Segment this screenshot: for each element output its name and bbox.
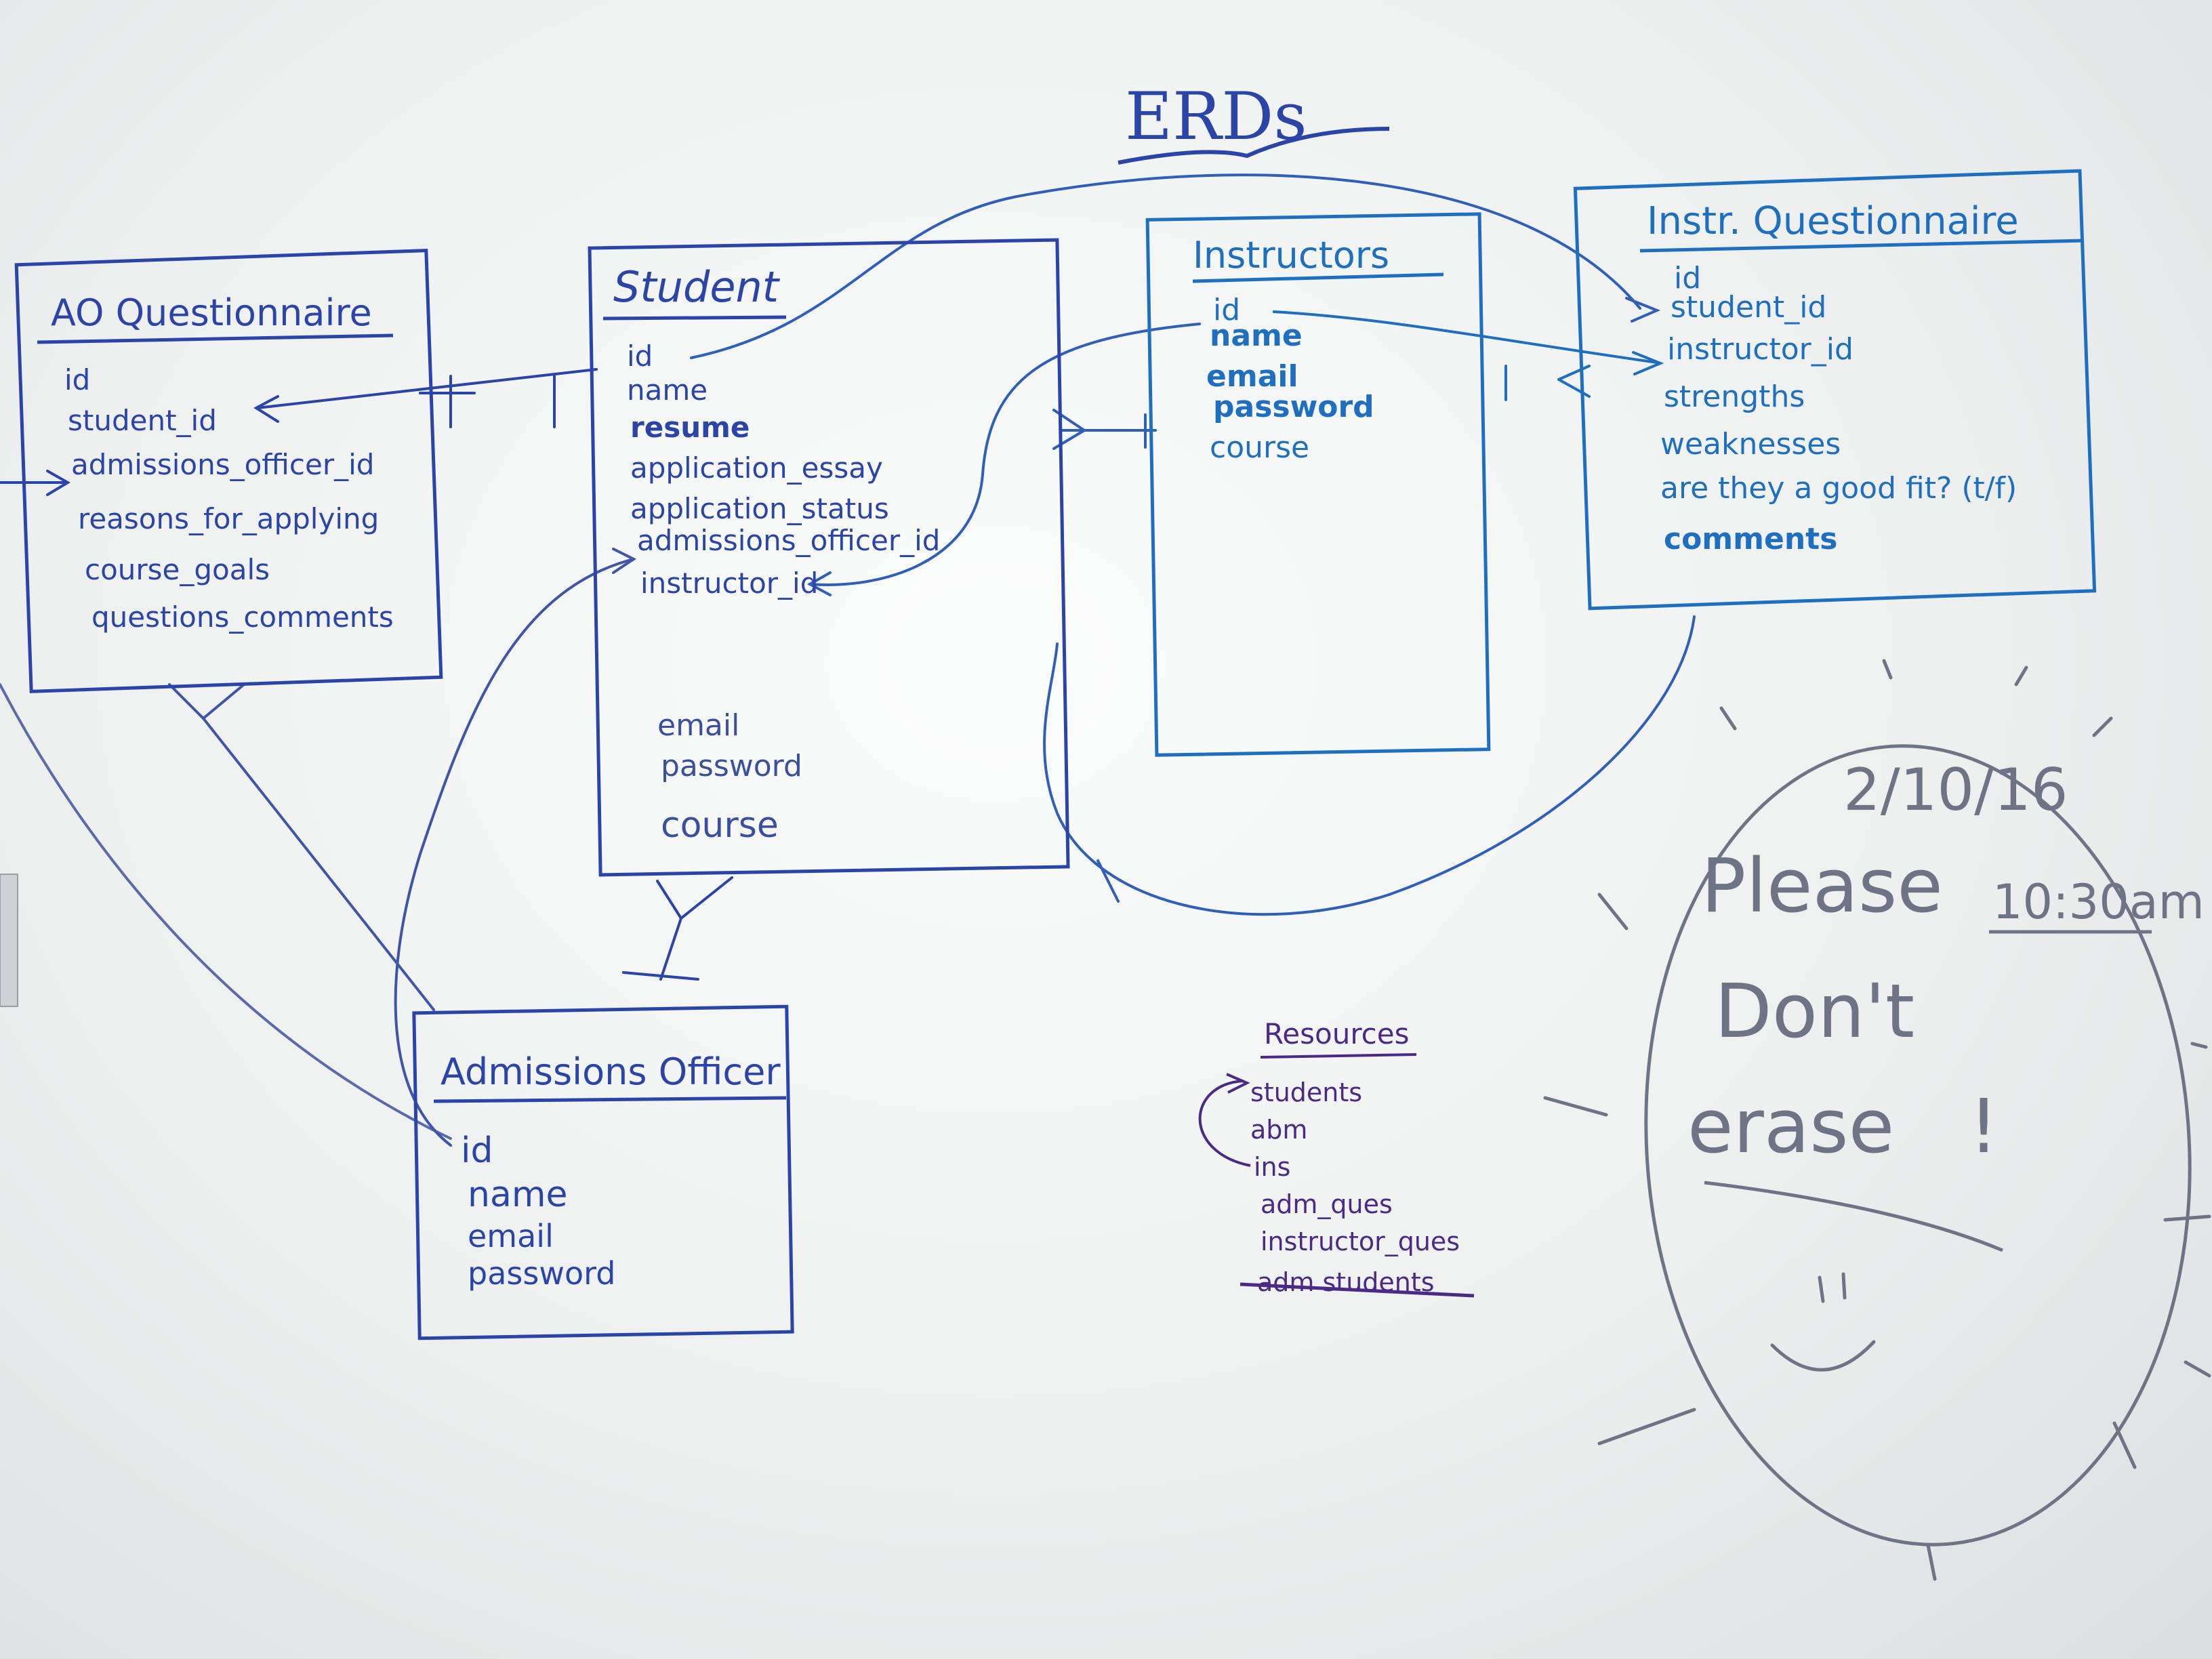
admissions-officer-title: Admissions Officer [441,1050,781,1093]
instructors-field: course [1210,430,1309,465]
ao-q-admissions-arrow [46,470,70,496]
instr-q-field: strengths [1664,380,1805,414]
ao-questionnaire-header-rule [37,333,394,344]
note-line: Please [1701,842,1943,929]
note-exclamation: ! [1969,1083,1999,1170]
instr-q-field: id [1674,261,1701,295]
student-admissions-arrow [612,548,636,574]
one-mark [622,971,699,981]
title-underline [1118,127,1390,165]
instr-q-field: weaknesses [1660,427,1841,462]
crowfoot-mark [1052,409,1087,450]
instr-q-field: are they a good fit? (t/f) [1660,471,2017,506]
instr-questionnaire-box [1573,169,2097,611]
resource-item: instructor_ques [1261,1227,1460,1256]
admissions-officer-left-arc [0,683,452,1140]
relationship-lines [0,173,1696,1147]
instructors-field: email [1206,359,1298,394]
entity-instructors: Instructors id name email password cours… [1145,212,1491,757]
instr-q-loop-line [1043,615,1696,916]
instructors-title: Instructors [1193,234,1389,276]
admissions-officer-field: password [468,1255,615,1292]
ao-q-student-line [256,368,598,409]
instructors-field: password [1213,390,1374,424]
resource-item: abm [1250,1115,1307,1145]
ao-q-field: id [64,363,90,396]
instructor-to-student-line [808,323,1201,586]
admissions-officer-box [412,1004,794,1340]
student-field: application_status [630,492,889,525]
note-underline [1704,1181,2003,1252]
entity-student: Student id name resume application_essay… [588,238,1070,877]
admissions-officer-field: name [468,1174,567,1215]
admissions-officer-header-rule [433,1096,787,1103]
instructor-to-instr-q-line [1273,310,1658,364]
instr-q-field: instructor_id [1667,332,1853,367]
student-extra-field: course [661,805,779,846]
instructors-field: name [1210,319,1303,353]
resources-loop-arrow [1198,1080,1251,1167]
student-to-instr-q-line [690,173,1641,359]
ao-q-field: reasons_for_applying [78,502,379,535]
ao-q-field: course_goals [85,553,270,586]
resource-item: adm_ques [1261,1189,1393,1219]
entity-ao-questionnaire: AO Questionnaire id student_id admission… [14,249,443,693]
dont-erase-note: 2/10/16 10:30am Please Don't erase ! [1543,659,2211,1581]
student-field: admissions_officer_id [637,524,940,557]
sun-rays [1543,659,2211,1581]
admissions-to-student-line [394,558,635,1147]
student-box [588,238,1070,877]
ao-q-field: questions_comments [91,600,394,634]
admissions-officer-field: id [461,1130,493,1171]
instr-q-instructor-arrow [1632,351,1664,375]
instr-q-field: comments [1664,522,1837,556]
note-line: Don't [1715,968,1914,1054]
diagram-title: ERDs [1118,79,1390,165]
instr-questionnaire-header-rule [1639,239,2085,253]
magnet-strip [0,874,18,1007]
student-instructor-arrow [806,571,832,596]
ao-q-field: student_id [68,404,217,437]
resource-item: ins [1254,1152,1290,1182]
student-field: resume [630,411,750,444]
resource-item: students [1250,1078,1362,1107]
instructors-header-rule [1192,272,1444,283]
title-text: ERDs [1125,79,1307,155]
student-title: Student [613,262,781,312]
entity-instr-questionnaire: Instr. Questionnaire id student_id instr… [1573,169,2097,611]
instructors-field: id [1213,293,1240,327]
student-to-admissions-line [656,876,733,981]
instructors-box [1145,212,1491,757]
smiley-face-icon [1770,1272,1876,1372]
entity-admissions-officer: Admissions Officer id name email passwor… [412,1004,794,1340]
ao-questionnaire-box [14,249,443,693]
resources-loop-arrowhead [1226,1073,1250,1094]
resources-heading-rule [1260,1053,1417,1059]
note-time: 10:30am [1992,874,2205,930]
note-outline [1644,744,2192,1547]
ao-q-field: admissions_officer_id [71,448,374,481]
student-extra-field: email [657,708,739,743]
strike-through [1240,1282,1475,1298]
ao-q-student-arrow [253,395,279,423]
instr-questionnaire-title: Instr. Questionnaire [1647,199,2019,243]
instr-q-field: student_id [1671,290,1826,325]
admissions-officer-field: email [468,1218,554,1254]
student-field: name [627,373,708,407]
note-date: 2/10/16 [1843,756,2068,824]
student-header-rule [602,315,787,321]
note-line: erase [1687,1083,1894,1170]
resources-list: Resources students abm ins adm_ques inst… [1198,1017,1475,1298]
resources-heading: Resources [1264,1017,1410,1050]
one-mark [1097,859,1120,903]
student-field: instructor_id [640,567,818,600]
student-field: application_essay [630,451,883,485]
student-extra-field: password [661,749,802,783]
instr-q-student-arrow [1625,297,1661,323]
crowfoot-mark [1557,365,1591,398]
ao-q-to-admissions-line [168,683,435,1011]
ao-questionnaire-title: AO Questionnaire [51,291,372,334]
student-field: id [627,340,653,373]
